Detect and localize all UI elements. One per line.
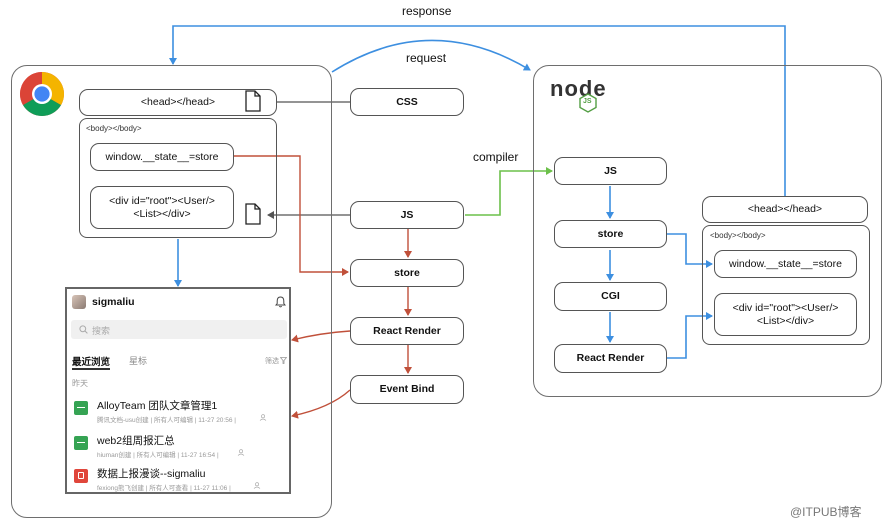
avatar [72, 295, 86, 309]
node-state-box: window.__state__=store [714, 250, 857, 278]
list-item-title: AlloyTeam 团队文章管理1 [97, 400, 218, 412]
filter-button[interactable]: 筛选 [265, 358, 279, 365]
node-hexagon-icon [579, 93, 597, 113]
sheet-icon [74, 436, 88, 450]
pdf-icon [74, 469, 88, 483]
username: sigmaliu [92, 296, 135, 308]
browser-root-label: <div id="root"><User/><List></div> [109, 194, 215, 220]
tab-underline [72, 368, 110, 370]
tab-star[interactable]: 星标 [129, 356, 148, 366]
node-cgi-label: CGI [601, 290, 620, 302]
share-icon [237, 449, 245, 456]
watermark: @ITPUB博客 [790, 505, 862, 519]
response-label: response [402, 4, 452, 18]
search-input[interactable] [71, 320, 287, 339]
node-js-label: JS [604, 164, 617, 177]
store-label: store [394, 266, 420, 279]
node-store-box: store [554, 220, 667, 248]
search-icon [79, 325, 88, 334]
js-label: JS [400, 208, 414, 221]
chrome-logo-icon [20, 72, 64, 116]
node-react-render-box: React Render [554, 344, 667, 373]
react-render-label: React Render [373, 324, 441, 337]
css-box: CSS [350, 88, 464, 116]
browser-head-box: <head></head> [79, 89, 277, 116]
node-body-box [702, 225, 870, 345]
share-icon [259, 414, 267, 421]
browser-panel [11, 65, 332, 518]
filter-icon [280, 357, 287, 364]
browser-body-label: <body></body> [86, 124, 142, 133]
list-item-title: web2组周报汇总 [97, 435, 175, 447]
node-head-label: <head></head> [747, 203, 823, 215]
list-item-title: 数据上报漫谈--sigmaliu [97, 468, 206, 480]
node-cgi-box: CGI [554, 282, 667, 311]
share-icon [253, 482, 261, 489]
node-root-label: <div id="root"><User/><List></div> [732, 301, 839, 327]
browser-state-box: window.__state__=store [90, 143, 234, 171]
node-server-panel [533, 65, 882, 397]
node-logo-js: JS [583, 98, 592, 105]
compiler-label: compiler [473, 150, 519, 164]
node-body-label: <body></body> [710, 231, 766, 240]
store-box: store [350, 259, 464, 287]
browser-state-label: window.__state__=store [105, 150, 219, 163]
section-yesterday: 昨天 [72, 379, 88, 388]
list-item-meta: hiuman创建 | 所有人可编辑 | 11-27 16:54 | [97, 452, 219, 459]
node-react-render-label: React Render [576, 352, 645, 364]
app-window: sigmaliu 搜索 最近浏览 星标 筛选 昨天 AlloyTeam 团队文章… [65, 287, 291, 494]
js-box: JS [350, 201, 464, 229]
list-item[interactable]: web2组周报汇总 hiuman创建 | 所有人可编辑 | 11-27 16:5… [67, 431, 289, 459]
node-logo: node JS [550, 76, 630, 116]
node-state-label: window.__state__=store [729, 257, 842, 270]
list-item-meta: fexiong熊飞创建 | 所有人可查看 | 11-27 11:06 | [97, 485, 231, 492]
event-bind-box: Event Bind [350, 375, 464, 404]
node-root-box: <div id="root"><User/><List></div> [714, 293, 857, 336]
browser-body-box [79, 118, 277, 238]
event-bind-label: Event Bind [379, 383, 435, 395]
tab-recent[interactable]: 最近浏览 [72, 357, 111, 368]
list-item-meta: 腾讯文档-usu创建 | 所有人可编辑 | 11-27 20:56 | [97, 417, 236, 424]
node-logo-text: node [550, 76, 607, 101]
bell-icon[interactable] [275, 296, 286, 308]
list-item[interactable]: 数据上报漫谈--sigmaliu fexiong熊飞创建 | 所有人可查看 | … [67, 464, 289, 492]
css-label: CSS [396, 95, 418, 108]
node-js-box: JS [554, 157, 667, 185]
react-render-box: React Render [350, 317, 464, 345]
request-label: request [406, 51, 447, 65]
document-icon [245, 90, 261, 112]
sheet-icon [74, 401, 88, 415]
node-head-box: <head></head> [702, 196, 868, 223]
search-placeholder: 搜索 [92, 326, 111, 336]
node-store-label: store [597, 227, 624, 240]
browser-head-label: <head></head> [140, 96, 216, 108]
browser-root-box: <div id="root"><User/><List></div> [90, 186, 234, 229]
document-icon [245, 203, 261, 225]
list-item[interactable]: AlloyTeam 团队文章管理1 腾讯文档-usu创建 | 所有人可编辑 | … [67, 396, 289, 424]
